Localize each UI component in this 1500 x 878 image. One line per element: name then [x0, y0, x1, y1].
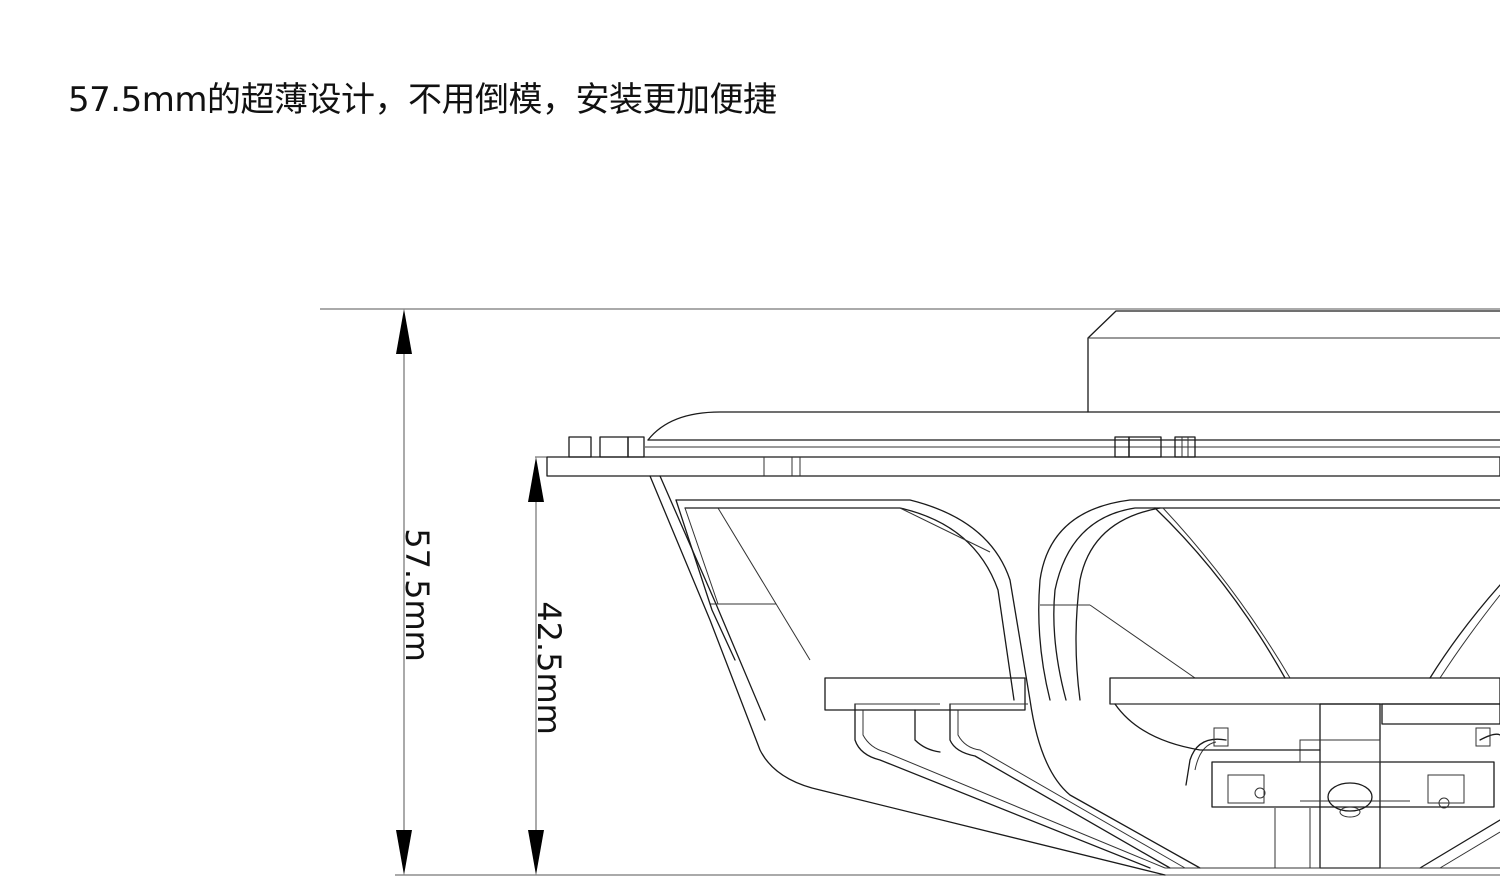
mount-depth-label: 42.5mm [530, 601, 568, 735]
mount-depth-dimension [528, 457, 544, 875]
terminal-block [1211, 739, 1495, 818]
overall-height-label: 57.5mm [398, 528, 436, 662]
grille-ring [645, 411, 1500, 448]
basket-frame [649, 475, 1166, 876]
tweeter-housing [1087, 310, 1500, 413]
mounting-clips [568, 436, 1196, 458]
cone [1154, 507, 1500, 679]
basket-arm-center [1038, 499, 1500, 701]
bottom-rails [1114, 703, 1500, 869]
terminal-wires [1185, 727, 1500, 786]
magnet-plates [824, 677, 1500, 869]
mounting-flange [546, 456, 1500, 477]
basket-arm-left [675, 499, 1201, 869]
basket-ribs [854, 703, 1186, 869]
arrow-up-icon [396, 309, 412, 354]
arrow-down-icon [396, 830, 412, 875]
arrow-down-icon [528, 830, 544, 875]
arrow-up-icon [528, 457, 544, 502]
overall-height-dimension [396, 309, 412, 875]
headline: 57.5mm的超薄设计，不用倒模，安装更加便捷 [68, 80, 777, 120]
